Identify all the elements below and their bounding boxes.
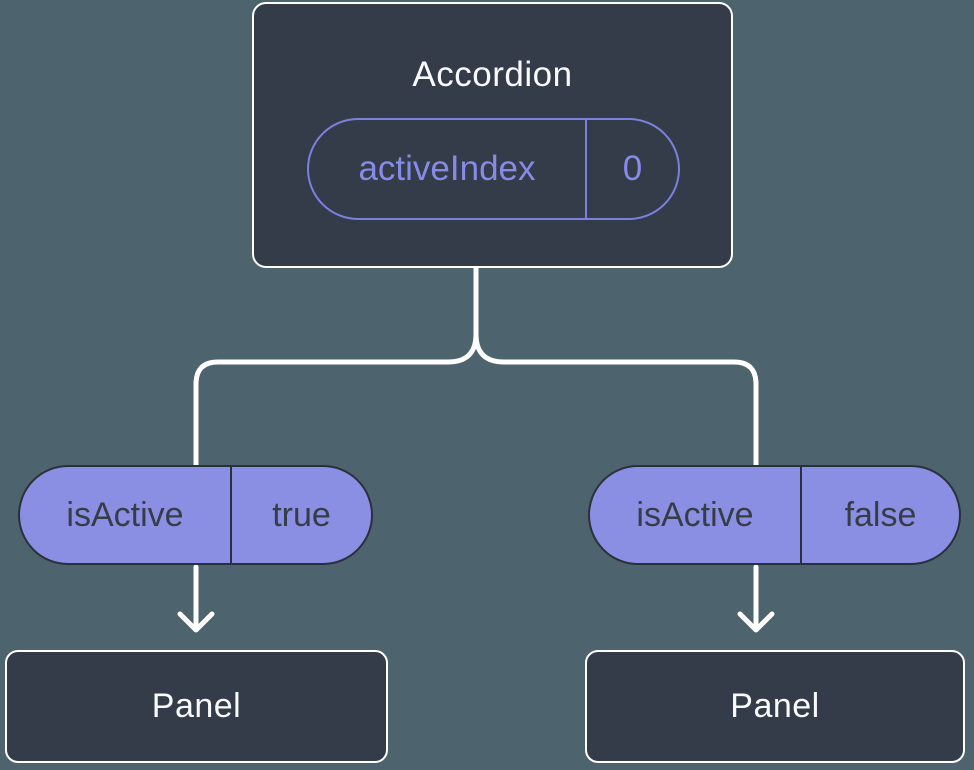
prop-value-label: true — [272, 495, 331, 534]
panel-node-title: Panel — [730, 687, 820, 725]
prop-name-label: isActive — [20, 467, 232, 563]
arrow-down-icon — [737, 611, 775, 633]
prop-value-label: false — [844, 495, 917, 534]
is-active-pill-left: isActive true — [18, 465, 373, 565]
panel-node-left: Panel — [5, 650, 388, 763]
prop-name-label: activeIndex — [309, 120, 587, 218]
prop-name-label: isActive — [590, 467, 802, 563]
connector-branch-left — [193, 265, 479, 469]
panel-node-right: Panel — [585, 650, 965, 763]
accordion-node-title: Accordion — [412, 55, 573, 94]
connector-branch-right — [473, 265, 759, 469]
active-index-prop-pill: activeIndex 0 — [307, 118, 680, 220]
is-active-pill-right: isActive false — [588, 465, 961, 565]
accordion-node: Accordion activeIndex 0 — [252, 2, 733, 268]
arrow-down-icon — [177, 611, 215, 633]
panel-node-title: Panel — [151, 687, 242, 725]
prop-value-label: 0 — [622, 149, 643, 188]
